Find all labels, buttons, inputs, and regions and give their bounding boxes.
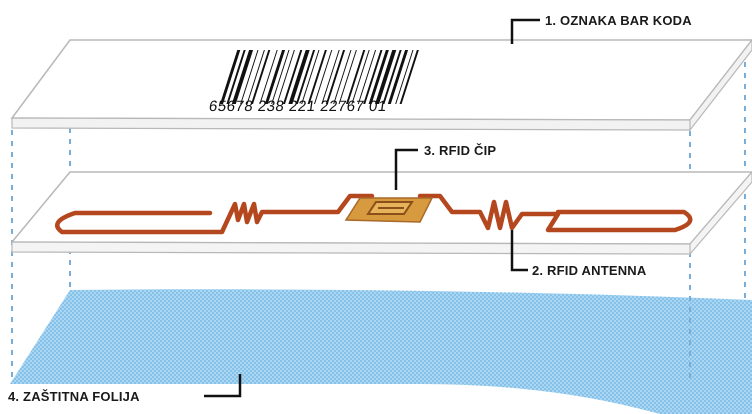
leader-antenna <box>510 230 528 272</box>
barcode-bar <box>226 50 246 104</box>
barcode-bar <box>321 50 340 104</box>
barcode-bar <box>368 50 389 104</box>
barcode-bar <box>295 50 316 104</box>
barcode-bar <box>314 50 333 104</box>
antenna-left-arm <box>55 193 375 235</box>
barcode-bar <box>251 50 271 104</box>
leader-barcode <box>510 18 540 44</box>
barcode-bar <box>399 50 419 104</box>
antenna-sheet-edge <box>11 171 752 256</box>
barcode-bar <box>333 50 352 104</box>
barcode-bar <box>264 50 286 104</box>
barcode-bar <box>276 50 295 104</box>
alignment-guides <box>11 40 746 382</box>
protective-foil <box>10 289 752 414</box>
barcode-bar <box>375 50 397 104</box>
leader-lines <box>204 18 540 398</box>
protective-foil-layer <box>10 289 752 414</box>
barcode-bar <box>231 50 254 104</box>
rfid-antenna <box>55 193 693 235</box>
label-barcode: 1. OZNAKA BAR KODA <box>545 13 692 28</box>
barcode-number: 65678 238 221 22767 01 <box>208 98 388 115</box>
label-chip: 3. RFID ČIP <box>424 143 496 158</box>
leader-chip <box>394 148 418 190</box>
barcode-bar <box>325 50 346 104</box>
barcode-bar <box>351 50 370 104</box>
barcode-bar <box>387 50 409 104</box>
barcode-bar <box>307 50 327 104</box>
barcode-bar <box>240 50 259 104</box>
leader-foil <box>204 374 242 398</box>
label-foil: 4. ZAŠTITNA FOLIJA <box>8 389 140 404</box>
barcode-label-layer: 65678 238 221 22767 01 <box>10 39 752 132</box>
barcode-bar <box>346 50 366 104</box>
barcode-bar <box>382 50 402 104</box>
barcode-bar <box>283 50 303 104</box>
barcode-bar <box>271 50 290 104</box>
barcode-label-edge <box>11 39 752 132</box>
barcode-bar <box>288 50 310 104</box>
barcode-bar <box>363 50 383 104</box>
label-antenna: 2. RFID ANTENNA <box>532 263 647 278</box>
barcode-bar <box>357 50 377 104</box>
barcode-bars <box>220 50 419 104</box>
barcode-bar <box>395 50 414 104</box>
barcode-bar <box>259 50 278 104</box>
barcode-bar <box>301 50 320 104</box>
antenna-right-arm <box>417 193 693 233</box>
barcode-bar <box>220 50 241 104</box>
barcode-bar <box>246 50 265 104</box>
barcode-bar <box>338 50 357 104</box>
rfid-chip <box>344 197 434 223</box>
